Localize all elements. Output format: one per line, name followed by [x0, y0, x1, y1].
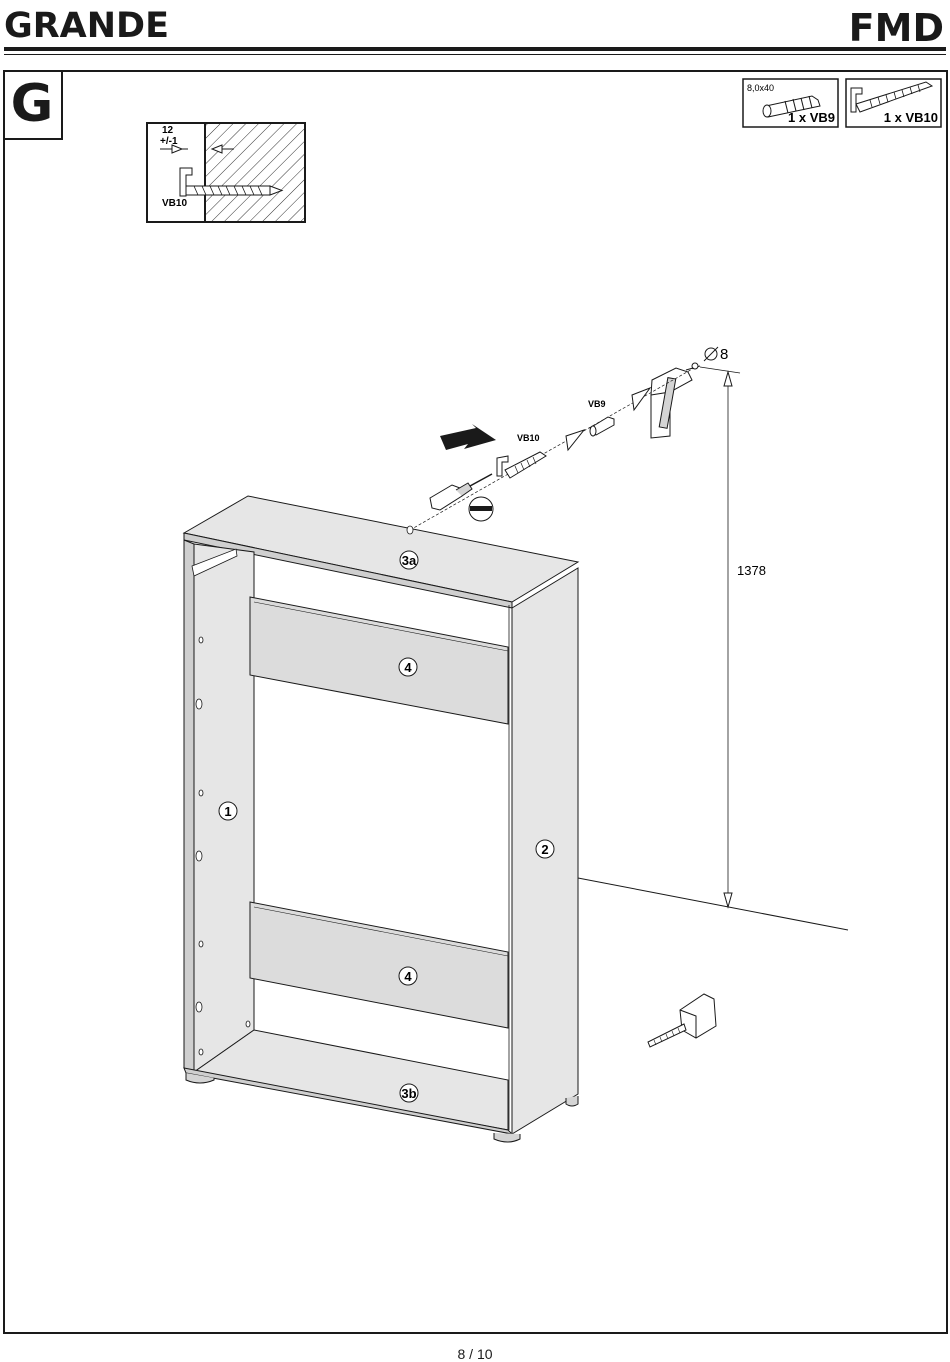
dowel-vb9: VB9: [588, 399, 615, 437]
wall-floor-line: [577, 877, 849, 931]
svg-text:3a: 3a: [402, 553, 417, 568]
panel-callout-4-bottom: 4: [398, 966, 418, 986]
panel-callout-3a: 3a: [399, 550, 419, 570]
brand-logo: FMD: [848, 6, 944, 50]
svg-text:4: 4: [404, 969, 412, 984]
drill-diameter: 8: [720, 346, 728, 363]
header-rule-thin: [4, 54, 946, 55]
panel-callout-3b: 3b: [399, 1083, 419, 1103]
svg-text:3b: 3b: [401, 1086, 416, 1101]
drill-bit-icon: [650, 362, 701, 439]
insert-arrow-icon: [631, 386, 652, 412]
part-label: 1 x VB10: [884, 110, 938, 125]
instruction-frame: [3, 70, 948, 1334]
svg-text:4: 4: [404, 660, 412, 675]
direction-arrow-icon: [440, 424, 496, 450]
parts-box-vb10: 1 x VB10: [845, 78, 942, 128]
tape-measure-icon: [647, 993, 717, 1048]
panel-callout-1: 1: [218, 801, 238, 821]
diameter-icon: [703, 346, 719, 362]
product-name: GRANDE: [4, 6, 170, 46]
screwdriver-icon: [429, 473, 493, 511]
gap-arrow-icon: [160, 144, 234, 154]
part-label: 1 x VB9: [788, 110, 835, 125]
alignment-line: [409, 367, 695, 531]
page-number: 8 / 10: [457, 1346, 493, 1362]
height-dimension: 1378: [699, 366, 766, 909]
screw-vb10: VB10: [496, 433, 547, 479]
insert-arrow-icon: [565, 428, 586, 452]
gap-tolerance: +/-1: [160, 136, 178, 147]
svg-text:2: 2: [541, 842, 548, 857]
bracket-screw-icon: [850, 81, 934, 113]
header-rule: [4, 47, 946, 51]
panel-callout-4-top: 4: [398, 657, 418, 677]
detail-inset: 12 +/-1 VB10: [146, 122, 306, 223]
flat-head-icon: [468, 496, 494, 522]
bracket-icon: [179, 167, 284, 197]
page-header: GRANDE FMD: [0, 0, 950, 60]
part-spec: 8,0x40: [747, 83, 774, 93]
inset-part-label: VB10: [162, 198, 187, 209]
dowel-icon: [762, 95, 821, 118]
screw-label: VB10: [517, 433, 540, 443]
parts-box-vb9: 8,0x40 1 x VB9: [742, 78, 839, 128]
panel-callout-2: 2: [535, 839, 555, 859]
cabinet: [182, 495, 580, 1143]
gap-value: 12: [162, 125, 174, 136]
height-value: 1378: [737, 563, 766, 578]
svg-text:1: 1: [224, 804, 231, 819]
step-letter: G: [3, 70, 63, 140]
dowel-label: VB9: [588, 399, 606, 409]
